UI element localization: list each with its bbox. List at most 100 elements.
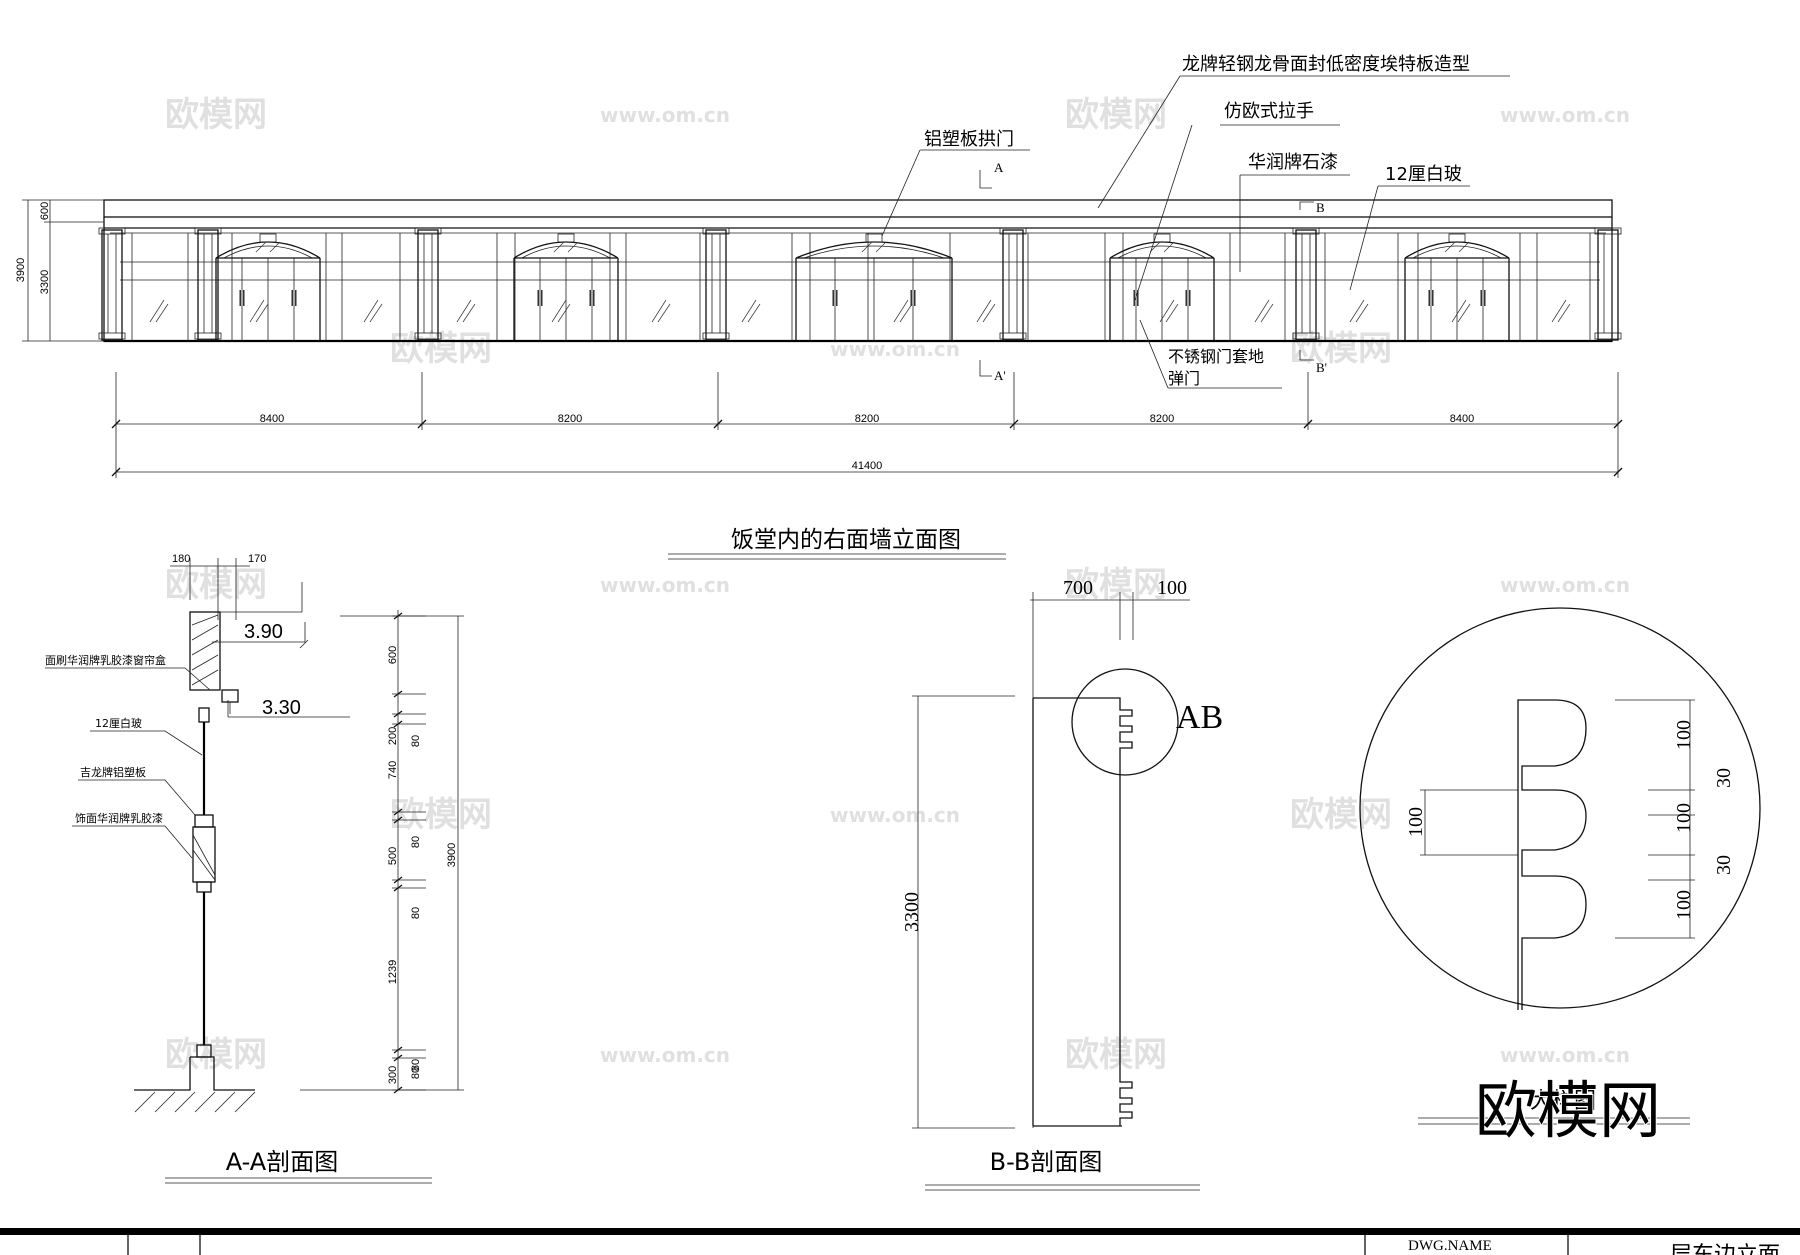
- column: [197, 229, 219, 341]
- dim-slash: [393, 690, 403, 698]
- glass-hatch: [557, 303, 571, 323]
- callout-door-line1: 不锈钢门套地: [1168, 347, 1264, 366]
- callout-handle: 仿欧式拉手: [1224, 101, 1314, 122]
- glass-hatch: [1254, 299, 1270, 323]
- column: [1002, 229, 1024, 341]
- dwg-name-label: DWG.NAME: [1408, 1238, 1492, 1254]
- column-capital: [702, 227, 730, 235]
- glass-hatch: [1165, 303, 1179, 323]
- aa-top-dim-170: 170: [248, 553, 266, 565]
- dim-slash: [417, 419, 427, 429]
- aa-leader: [45, 667, 211, 691]
- watermark-url: www.om.cn: [600, 1043, 730, 1067]
- bb-detail-circle: [1071, 668, 1179, 776]
- glass-hatch: [1451, 299, 1467, 323]
- bb-detail-tag: AB: [1176, 699, 1223, 736]
- bb-top-dim-700: 700: [1063, 577, 1093, 599]
- callout-paint: 华润牌石漆: [1248, 152, 1338, 173]
- aa-label-glass: 12厘白玻: [95, 716, 142, 730]
- dim-slash: [393, 720, 403, 728]
- aa-dim: 200: [387, 727, 399, 745]
- aa-hatch: [191, 624, 219, 641]
- detail-dim: 30: [1713, 855, 1735, 875]
- section-bb-title: B-B剖面图: [990, 1148, 1103, 1176]
- door-arch-inner: [803, 245, 945, 259]
- watermark-logo: 欧模网: [1290, 329, 1392, 369]
- aa-upper-beam: [189, 611, 221, 691]
- leader-door: [1139, 319, 1169, 389]
- aa-top-dim-180: 180: [172, 553, 190, 565]
- watermark-url: www.om.cn: [600, 573, 730, 597]
- glass-hatch: [741, 299, 757, 323]
- aa-leader: [90, 730, 203, 756]
- aa-dim: 600: [387, 646, 399, 664]
- glass-hatch: [1457, 303, 1471, 323]
- title-block-border: [0, 1228, 1800, 1235]
- glass-hatch: [249, 299, 265, 323]
- aa-dim: 80: [410, 1059, 422, 1071]
- detail-large: 100 30 100 30 100 100 大样图 欧模网: [1359, 607, 1761, 1148]
- callout-keel: 龙牌轻钢龙骨面封低密度埃特板造型: [1182, 54, 1470, 75]
- dim-slash: [393, 710, 403, 718]
- door-arch: [513, 241, 619, 259]
- callout-arch: 铝塑板拱门: [924, 129, 1014, 150]
- glass-hatch: [1458, 241, 1470, 253]
- watermark-logo: 欧模网: [165, 1035, 267, 1075]
- column-base: [98, 332, 126, 340]
- section-mark-a-prime: [979, 360, 992, 377]
- aa-dim: 1239: [387, 960, 399, 984]
- hatch: [214, 1091, 236, 1113]
- arch-keystone: [557, 233, 575, 243]
- column-base: [702, 332, 730, 340]
- aa-frame: [194, 814, 214, 828]
- watermark-logo: 欧模网: [1065, 1035, 1167, 1075]
- column-base: [414, 332, 442, 340]
- leader-glass: [1349, 185, 1379, 291]
- column-capital: [414, 227, 442, 235]
- detail-dim: 100: [1673, 890, 1695, 920]
- glass-hatch: [1444, 241, 1456, 253]
- aa-dim: 80: [410, 1067, 422, 1079]
- glass-hatch: [1159, 299, 1175, 323]
- dim-slash: [111, 467, 121, 477]
- glass-hatch: [651, 299, 667, 323]
- dim-slash: [393, 1086, 403, 1094]
- detail-dim: 100: [1673, 720, 1695, 750]
- watermark-url: www.om.cn: [1500, 103, 1630, 127]
- column-capital: [1594, 227, 1622, 235]
- glass-hatch: [657, 303, 671, 323]
- dim-slash: [393, 612, 403, 620]
- column-capital: [1292, 227, 1320, 235]
- arch-keystone: [865, 233, 883, 243]
- glass-hatch: [1355, 303, 1369, 323]
- height-lower-dim: 3300: [39, 270, 51, 294]
- bay-dim-5: 8400: [1450, 413, 1474, 425]
- column-capital: [98, 227, 126, 235]
- glass-hatch: [369, 303, 383, 323]
- glass-hatch: [462, 303, 476, 323]
- column: [1295, 229, 1317, 341]
- hatch: [174, 1091, 196, 1113]
- section-mark-b-prime: [1299, 350, 1314, 361]
- section-bb: 700 100 3300 AB B-B剖面图: [901, 577, 1223, 1191]
- aa-head-block: [198, 707, 210, 723]
- aa-frame: [196, 881, 212, 893]
- section-mark-b: [1299, 201, 1314, 210]
- aa-dim: 80: [410, 836, 422, 848]
- watermark-logo: 欧模网: [165, 95, 267, 135]
- detail-dim: 100: [1673, 803, 1695, 833]
- section-mark-a-prime-label: A': [994, 368, 1006, 383]
- arch-keystone: [1448, 233, 1466, 243]
- aa-hatch: [191, 614, 219, 626]
- watermark-logo: 欧模网: [1065, 565, 1167, 605]
- glass-hatch: [255, 241, 267, 253]
- dim-slash: [1613, 467, 1623, 477]
- aa-label-curtain: 面刷华润牌乳胶漆窗帘盒: [45, 653, 166, 667]
- glass-hatch: [363, 299, 379, 323]
- aa-dim: 740: [387, 761, 399, 779]
- watermark-url: www.om.cn: [1500, 573, 1630, 597]
- column-capital: [999, 227, 1027, 235]
- aa-hatch: [191, 669, 219, 686]
- elevation-columns-and-doors: [98, 227, 1622, 341]
- section-aa: 180 170 3.90 3.30: [45, 553, 464, 1184]
